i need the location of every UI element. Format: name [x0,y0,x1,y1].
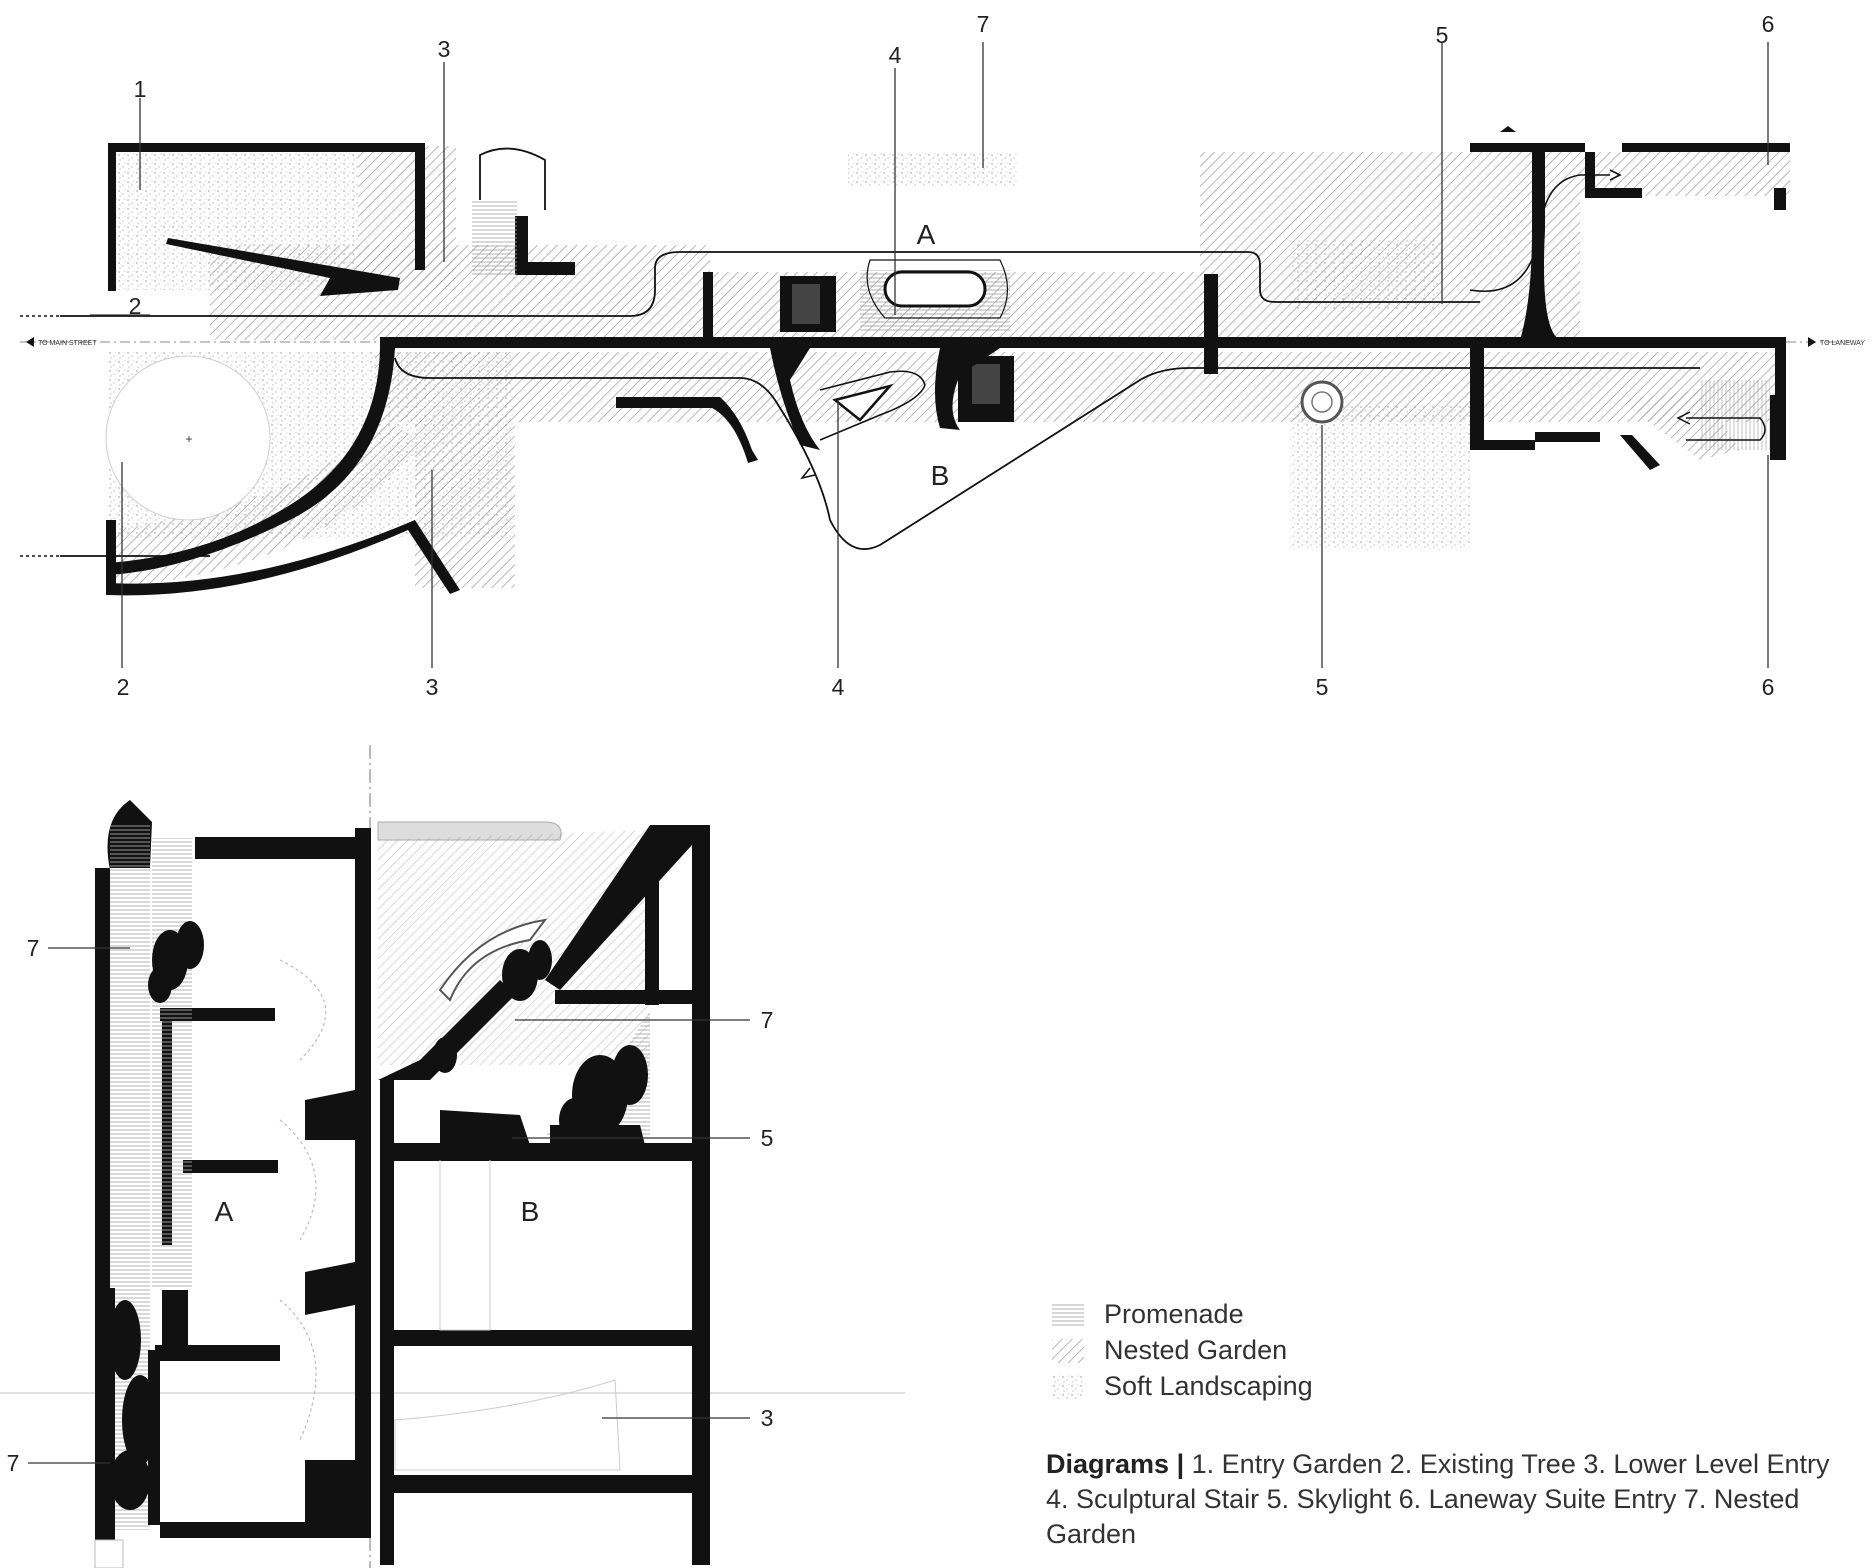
plant-a2 [109,1300,158,1510]
building-section: A B [0,745,905,1568]
plant-b1 [502,940,552,1001]
plan-label-3-top: 3 [438,36,451,62]
central-spine-wall [380,337,1786,348]
plan-label-3-bottom: 3 [426,674,439,700]
route-a-path [60,251,1480,317]
plan-label-6-bottom: 6 [1762,674,1775,700]
route-b-label: B [931,460,950,491]
section-label-7-right: 7 [761,1007,774,1033]
plan-label-7-top: 7 [977,11,990,37]
caption-text: 1. Entry Garden 2. Existing Tree 3. Lowe… [1046,1449,1830,1549]
to-main-street-label: TO MAIN STREET [38,340,97,347]
caption-separator: | [1176,1449,1185,1479]
nested-garden-swatch [1052,1339,1084,1363]
plan-label-1: 1 [134,76,147,102]
plan-label-5-bottom: 5 [1316,674,1329,700]
svg-text:+: + [185,432,192,446]
route-b-path [394,357,1700,550]
plant-b2 [559,1045,648,1142]
section-label-7-bottom: 7 [7,1450,20,1476]
plan-label-5-top: 5 [1436,22,1449,48]
skylight-landscape [1290,405,1470,550]
unit-b-label: B [521,1196,540,1227]
section-label-7-top: 7 [27,935,40,961]
diagram-caption: Diagrams | 1. Entry Garden 2. Existing T… [1046,1447,1846,1552]
entry-bench [166,238,400,296]
caption-title: Diagrams [1046,1449,1170,1479]
plant-b3 [433,1037,457,1073]
plan-label-2-top: 2 [129,293,142,319]
plan-label-6-top: 6 [1762,11,1775,37]
plan-label-4-bottom: 4 [832,674,845,700]
existing-tree-canopy [105,355,271,521]
legend-label-promenade: Promenade [1104,1299,1244,1329]
site-plan: + TO MAIN STREET TO LANEWAY [20,11,1865,700]
sculptural-stair-a [883,270,987,308]
sculptural-stair-b [832,383,894,422]
section-label-3: 3 [761,1405,774,1431]
unit-a-label: A [215,1196,234,1227]
to-laneway-label: TO LANEWAY [1820,340,1865,347]
section-label-5: 5 [761,1125,774,1151]
plant-a1 [148,921,204,1003]
plan-label-2-bottom: 2 [117,674,130,700]
legend-label-nested-garden: Nested Garden [1104,1335,1288,1365]
north-landscape [848,152,1018,186]
route-a-label: A [917,219,936,250]
legend-label-soft-landscaping: Soft Landscaping [1104,1371,1313,1401]
plan-label-4-top: 4 [889,42,902,68]
soft-landscaping-swatch [1052,1375,1084,1399]
promenade-swatch [1052,1303,1084,1327]
